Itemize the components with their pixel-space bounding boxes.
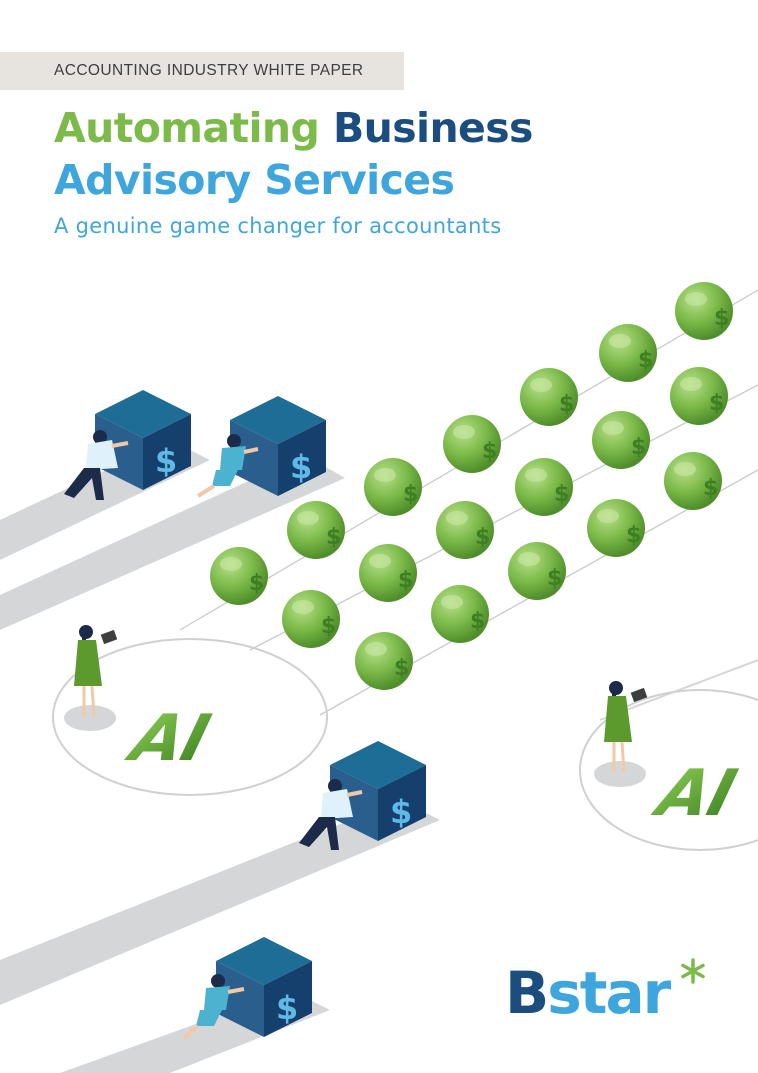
svg-text:$: $ xyxy=(155,442,177,480)
dollar-cube-3: $ xyxy=(330,741,426,841)
svg-text:$: $ xyxy=(626,523,641,548)
coin: $ xyxy=(443,415,501,473)
dollar-cube-2: $ xyxy=(230,396,326,496)
coin: $ xyxy=(287,501,345,559)
coin: $ xyxy=(436,501,494,559)
asterisk-icon xyxy=(681,958,705,984)
ai-label-left: AI xyxy=(117,700,225,775)
svg-text:$: $ xyxy=(326,525,341,550)
coin: $ xyxy=(355,632,413,690)
document-kicker: ACCOUNTING INDUSTRY WHITE PAPER xyxy=(54,62,364,79)
svg-text:$: $ xyxy=(482,439,497,464)
ai-label-right: AI xyxy=(643,755,751,830)
svg-text:$: $ xyxy=(631,435,646,460)
svg-text:$: $ xyxy=(249,571,264,596)
document-subtitle: A genuine game changer for accountants xyxy=(54,214,502,238)
coin: $ xyxy=(431,585,489,643)
svg-text:$: $ xyxy=(394,656,409,681)
coins: $ $ $ $ $ $ $ $ $ $ $ $ $ $ $ $ $ $ xyxy=(210,282,733,690)
road-upper-2 xyxy=(0,455,345,630)
logo-letter-b: B xyxy=(505,959,549,1027)
person-pushing-4 xyxy=(182,974,245,1040)
person-pushing-1 xyxy=(64,430,129,500)
person-with-tablet-right xyxy=(604,681,648,773)
coin: $ xyxy=(515,458,573,516)
title-word-business: Business xyxy=(332,104,534,152)
svg-text:$: $ xyxy=(276,989,298,1027)
svg-text:$: $ xyxy=(398,568,413,593)
coin: $ xyxy=(587,499,645,557)
person-with-tablet-left xyxy=(74,625,118,717)
coin: $ xyxy=(364,458,422,516)
svg-text:$: $ xyxy=(321,614,336,639)
dollar-cube-4: $ xyxy=(216,937,312,1037)
svg-text:$: $ xyxy=(470,609,485,634)
svg-text:$: $ xyxy=(290,448,312,486)
coin: $ xyxy=(520,368,578,426)
document-title: Automating Business Advisory Services xyxy=(54,102,533,206)
coin: $ xyxy=(210,547,268,605)
svg-text:$: $ xyxy=(714,306,729,331)
road-lower-1 xyxy=(0,800,440,1005)
person-pushing-2 xyxy=(196,434,259,498)
svg-text:$: $ xyxy=(638,348,653,373)
svg-text:$: $ xyxy=(390,793,412,831)
svg-text:$: $ xyxy=(547,566,562,591)
svg-text:$: $ xyxy=(703,476,718,501)
coin: $ xyxy=(592,411,650,469)
person-pushing-3 xyxy=(299,779,363,850)
dollar-cube-1: $ xyxy=(95,390,191,490)
svg-text:$: $ xyxy=(554,482,569,507)
coin: $ xyxy=(670,367,728,425)
coin: $ xyxy=(359,544,417,602)
bstar-logo: Bstar xyxy=(505,958,671,1028)
coin: $ xyxy=(664,452,722,510)
title-word-automating: Automating xyxy=(54,104,320,152)
coin: $ xyxy=(599,324,657,382)
document-kicker-band: ACCOUNTING INDUSTRY WHITE PAPER xyxy=(0,52,404,90)
cover-illustration: AI AI $ $ $ $ $ $ $ $ $ $ $ $ $ $ $ $ $ … xyxy=(0,282,758,1073)
svg-text:$: $ xyxy=(475,525,490,550)
svg-text:$: $ xyxy=(709,391,724,416)
logo-word-star: star xyxy=(547,959,671,1027)
title-line-advisory-services: Advisory Services xyxy=(54,156,455,204)
coin: $ xyxy=(508,542,566,600)
svg-text:$: $ xyxy=(559,392,574,417)
coin: $ xyxy=(282,590,340,648)
svg-text:$: $ xyxy=(403,482,418,507)
coin: $ xyxy=(675,282,733,340)
